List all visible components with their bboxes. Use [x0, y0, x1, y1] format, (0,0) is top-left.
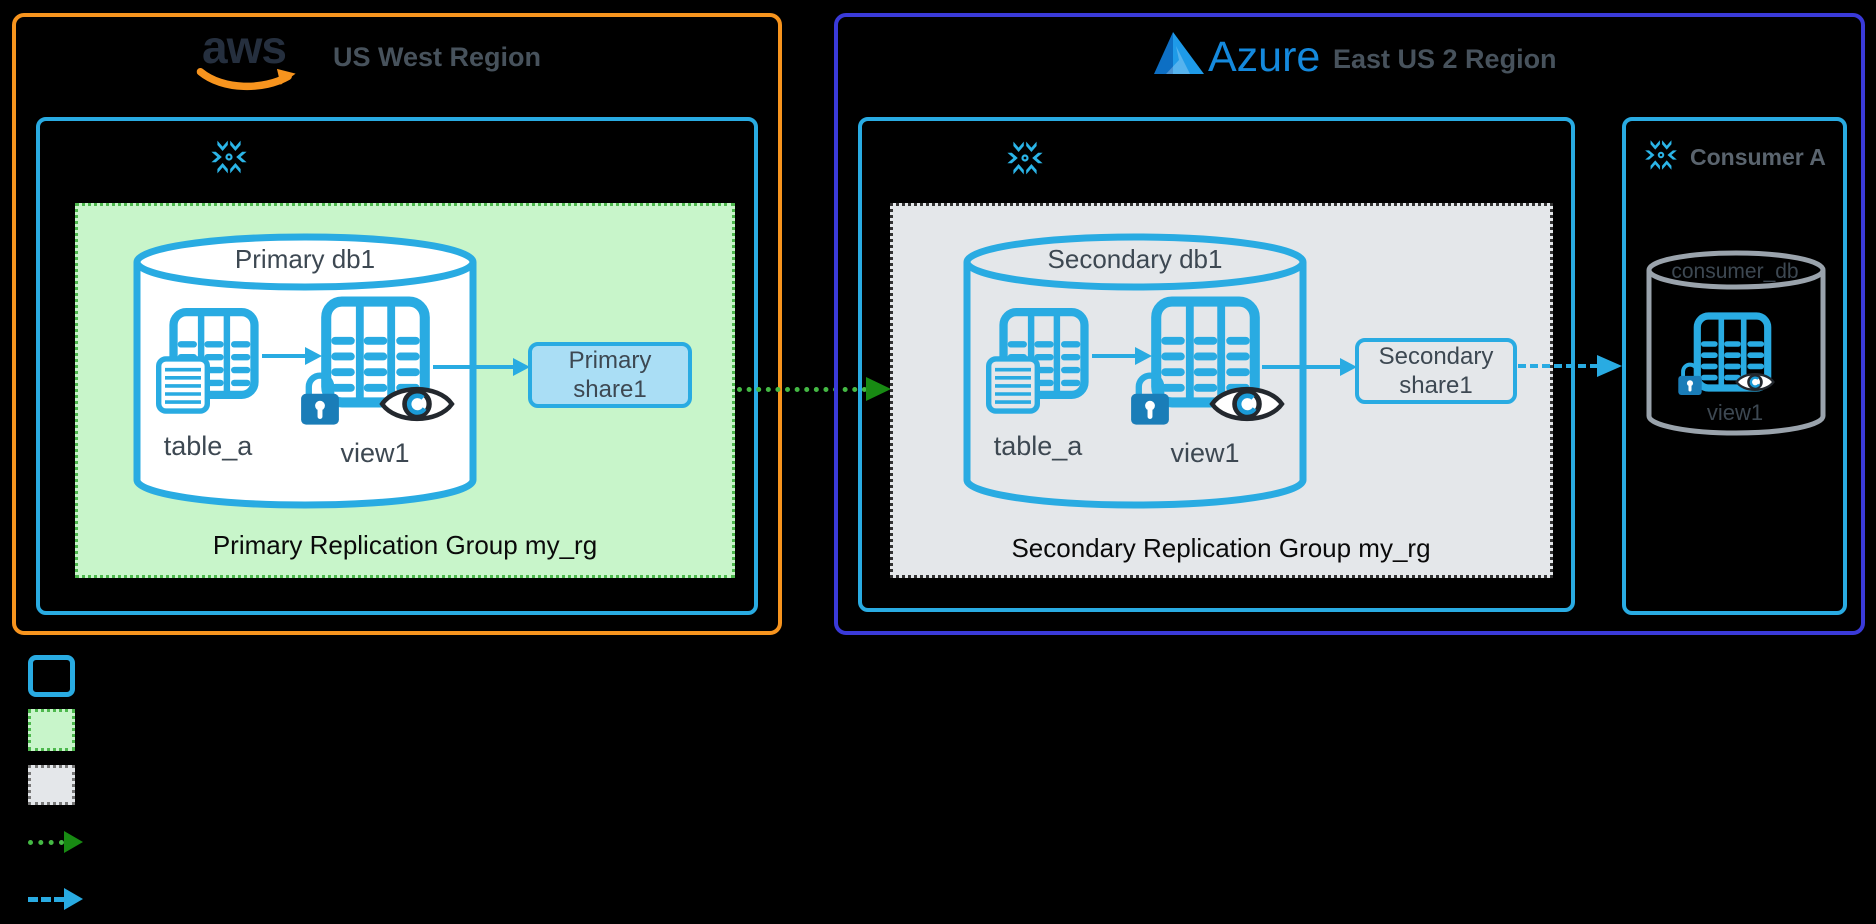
table-icon [155, 300, 267, 416]
azure-logo-icon [1146, 30, 1206, 76]
view-to-share-arrow [433, 365, 515, 369]
snowflake-account-box-primary [36, 117, 758, 615]
secondary-share-line1: Secondary [1378, 343, 1494, 370]
secondary-share-line2: share1 [1399, 372, 1473, 399]
legend-primary-group-swatch [28, 709, 75, 751]
lock-icon [1131, 376, 1169, 425]
legend-replication-arrow [28, 840, 64, 845]
lock-icon [1677, 362, 1703, 397]
eye-icon [1735, 372, 1775, 392]
table-to-view-arrowhead [305, 347, 322, 365]
azure-region-box [834, 13, 1865, 635]
aws-logo: aws [202, 21, 287, 73]
primary-db-label: Primary db1 [234, 244, 376, 274]
aws-region-label: US West Region [333, 42, 542, 72]
aws-swoosh-icon [192, 68, 304, 96]
legend-replication-arrowhead [64, 831, 83, 853]
consumer-db-cylinder [1646, 250, 1826, 436]
primary-view-label: view1 [340, 438, 410, 468]
legend-secondary-group-swatch [28, 765, 75, 805]
aws-region-box [12, 13, 782, 635]
snowflake-icon [1643, 137, 1679, 173]
consumer-title: Consumer A [1690, 144, 1826, 170]
secondary-table-label: table_a [993, 431, 1083, 461]
azure-logo-wordmark: Azure [1208, 33, 1321, 81]
primary-group-label: Primary Replication Group my_rg [212, 530, 598, 560]
primary-share-line1: Primary [568, 347, 652, 374]
primary-share-line2: share1 [573, 376, 647, 403]
view-to-share-arrow [1262, 365, 1342, 369]
consumer-view-label: view1 [1706, 400, 1764, 425]
eye-icon [382, 389, 452, 419]
primary-share-box: Primary share1 [528, 342, 692, 408]
secondary-group-label: Secondary Replication Group my_rg [1011, 533, 1431, 563]
secondary-db-label: Secondary db1 [1047, 244, 1223, 274]
legend-share-arrowhead [64, 888, 83, 910]
table-to-view-arrow [262, 354, 306, 358]
view-to-share-arrowhead [1340, 358, 1357, 376]
lock-icon [301, 376, 339, 425]
eye-icon [1212, 389, 1282, 419]
snowflake-icon [209, 137, 249, 177]
replication-arrow [737, 387, 867, 392]
replication-arrowhead [866, 377, 891, 401]
snowflake-icon [1005, 138, 1045, 178]
azure-region-label: East US 2 Region [1333, 44, 1557, 74]
view-icon [1677, 306, 1775, 397]
share-arrowhead [1597, 355, 1622, 377]
table-icon [985, 300, 1097, 416]
primary-table-label: table_a [163, 431, 253, 461]
legend-share-arrow [28, 897, 64, 902]
view-to-share-arrowhead [513, 358, 530, 376]
table-to-view-arrow [1092, 354, 1136, 358]
share-arrow [1518, 364, 1598, 368]
consumer-db-label: consumer_db [1671, 260, 1799, 283]
secondary-db-cylinder [963, 233, 1307, 509]
consumer-account-box [1622, 117, 1847, 615]
legend-snowflake-account-swatch [28, 655, 75, 697]
secondary-view-label: view1 [1170, 438, 1240, 468]
table-to-view-arrowhead [1135, 347, 1152, 365]
secondary-share-box: Secondary share1 [1355, 338, 1517, 404]
